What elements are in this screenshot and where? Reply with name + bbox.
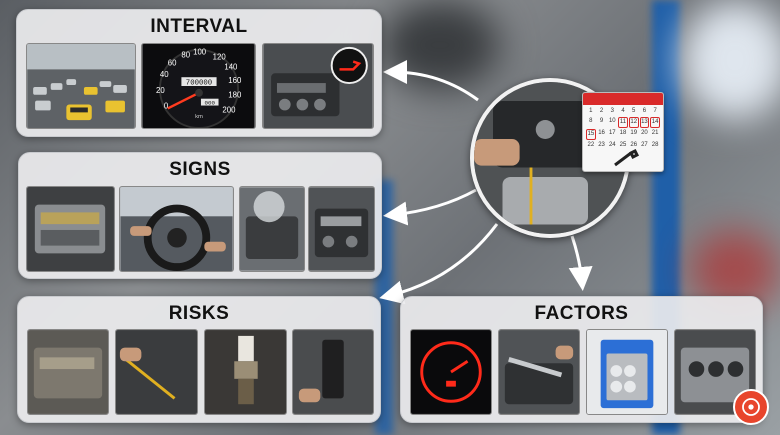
wrench-engine-image bbox=[498, 329, 580, 415]
calendar-day: 28 bbox=[651, 142, 659, 148]
arrow-to-signs bbox=[383, 188, 477, 226]
risks-panel: RISKS bbox=[17, 296, 381, 423]
calendar-day: 14 bbox=[650, 117, 660, 128]
factors-panel: FACTORS bbox=[400, 296, 763, 423]
risks-title: RISKS bbox=[168, 303, 230, 324]
calendar-day: 18 bbox=[619, 130, 627, 136]
arrow-to-risks bbox=[379, 223, 499, 305]
head-gasket-image bbox=[586, 329, 668, 415]
tick-120: 120 bbox=[213, 53, 227, 62]
tick-60: 60 bbox=[168, 58, 177, 67]
odometer-reading: 700000 bbox=[186, 80, 212, 88]
odometer-image: 0 20 40 60 80 100 120 140 160 180 200 70… bbox=[141, 43, 256, 129]
signs-panel: SIGNS bbox=[18, 152, 382, 279]
calendar-day: 16 bbox=[598, 130, 605, 136]
factors-title: FACTORS bbox=[534, 303, 629, 324]
tick-40: 40 bbox=[160, 70, 169, 79]
calendar-day: 4 bbox=[621, 108, 625, 114]
peugeot-logo-icon bbox=[535, 120, 555, 139]
calendar-day: 13 bbox=[639, 117, 650, 128]
temperature-gauge-image bbox=[410, 329, 492, 415]
calendar-day: 26 bbox=[630, 142, 638, 148]
calendar-day: 12 bbox=[628, 117, 639, 128]
background-blur bbox=[380, 0, 500, 90]
tick-100: 100 bbox=[193, 48, 207, 57]
wrench-icon bbox=[614, 149, 640, 167]
signs-title: SIGNS bbox=[169, 159, 231, 180]
calendar-day: 3 bbox=[610, 108, 614, 114]
tick-160: 160 bbox=[228, 76, 242, 85]
calendar-day: 11 bbox=[618, 117, 628, 128]
brand-logo bbox=[733, 389, 769, 425]
ignition-coil-image bbox=[292, 329, 374, 415]
engine-oil-light-image bbox=[262, 43, 374, 129]
dirty-engine-image bbox=[27, 329, 109, 415]
calendar-day: 5 bbox=[632, 108, 636, 114]
oil-dipstick-image bbox=[115, 329, 198, 415]
calendar-day: 19 bbox=[630, 130, 638, 136]
tick-140: 140 bbox=[224, 62, 238, 71]
calendar-day: 9 bbox=[599, 118, 604, 124]
calendar-day: 24 bbox=[608, 142, 616, 148]
engine-smoke-image bbox=[239, 186, 305, 272]
interval-panel: INTERVAL 0 20 40 60 80 100 120 140 160 1… bbox=[16, 9, 382, 137]
engine-top-image bbox=[26, 186, 115, 272]
tick-20: 20 bbox=[156, 86, 165, 95]
calendar-day: 6 bbox=[642, 108, 647, 114]
steering-wheel-image bbox=[119, 186, 234, 272]
interval-title: INTERVAL bbox=[150, 16, 248, 37]
background-blur bbox=[680, 0, 780, 120]
arrow-to-factors bbox=[568, 235, 593, 291]
spark-plug-image bbox=[204, 329, 287, 415]
calendar-day: 27 bbox=[641, 142, 648, 148]
calendar-day: 20 bbox=[641, 130, 648, 136]
calendar-day: 1 bbox=[589, 108, 593, 114]
calendar-day: 8 bbox=[589, 118, 593, 124]
tick-80: 80 bbox=[181, 51, 190, 60]
tick-200: 200 bbox=[222, 105, 236, 114]
calendar-day: 7 bbox=[653, 108, 657, 114]
calendar-day: 21 bbox=[651, 130, 659, 136]
tick-180: 180 bbox=[228, 91, 242, 100]
engine-bay-image bbox=[308, 186, 375, 272]
calendar-day: 23 bbox=[598, 142, 605, 148]
trip-reading: 000 bbox=[204, 100, 215, 107]
calendar-day: 2 bbox=[599, 108, 604, 114]
tick-0: 0 bbox=[164, 101, 169, 110]
calendar-day: 22 bbox=[587, 142, 595, 148]
calendar-day: 17 bbox=[608, 130, 616, 136]
calendar-day: 25 bbox=[619, 142, 627, 148]
traffic-jam-image bbox=[26, 43, 136, 129]
odometer-unit: km bbox=[195, 114, 203, 120]
calendar-day: 15 bbox=[586, 129, 596, 140]
oil-can-icon bbox=[339, 60, 362, 71]
calendar-day: 10 bbox=[608, 118, 616, 124]
